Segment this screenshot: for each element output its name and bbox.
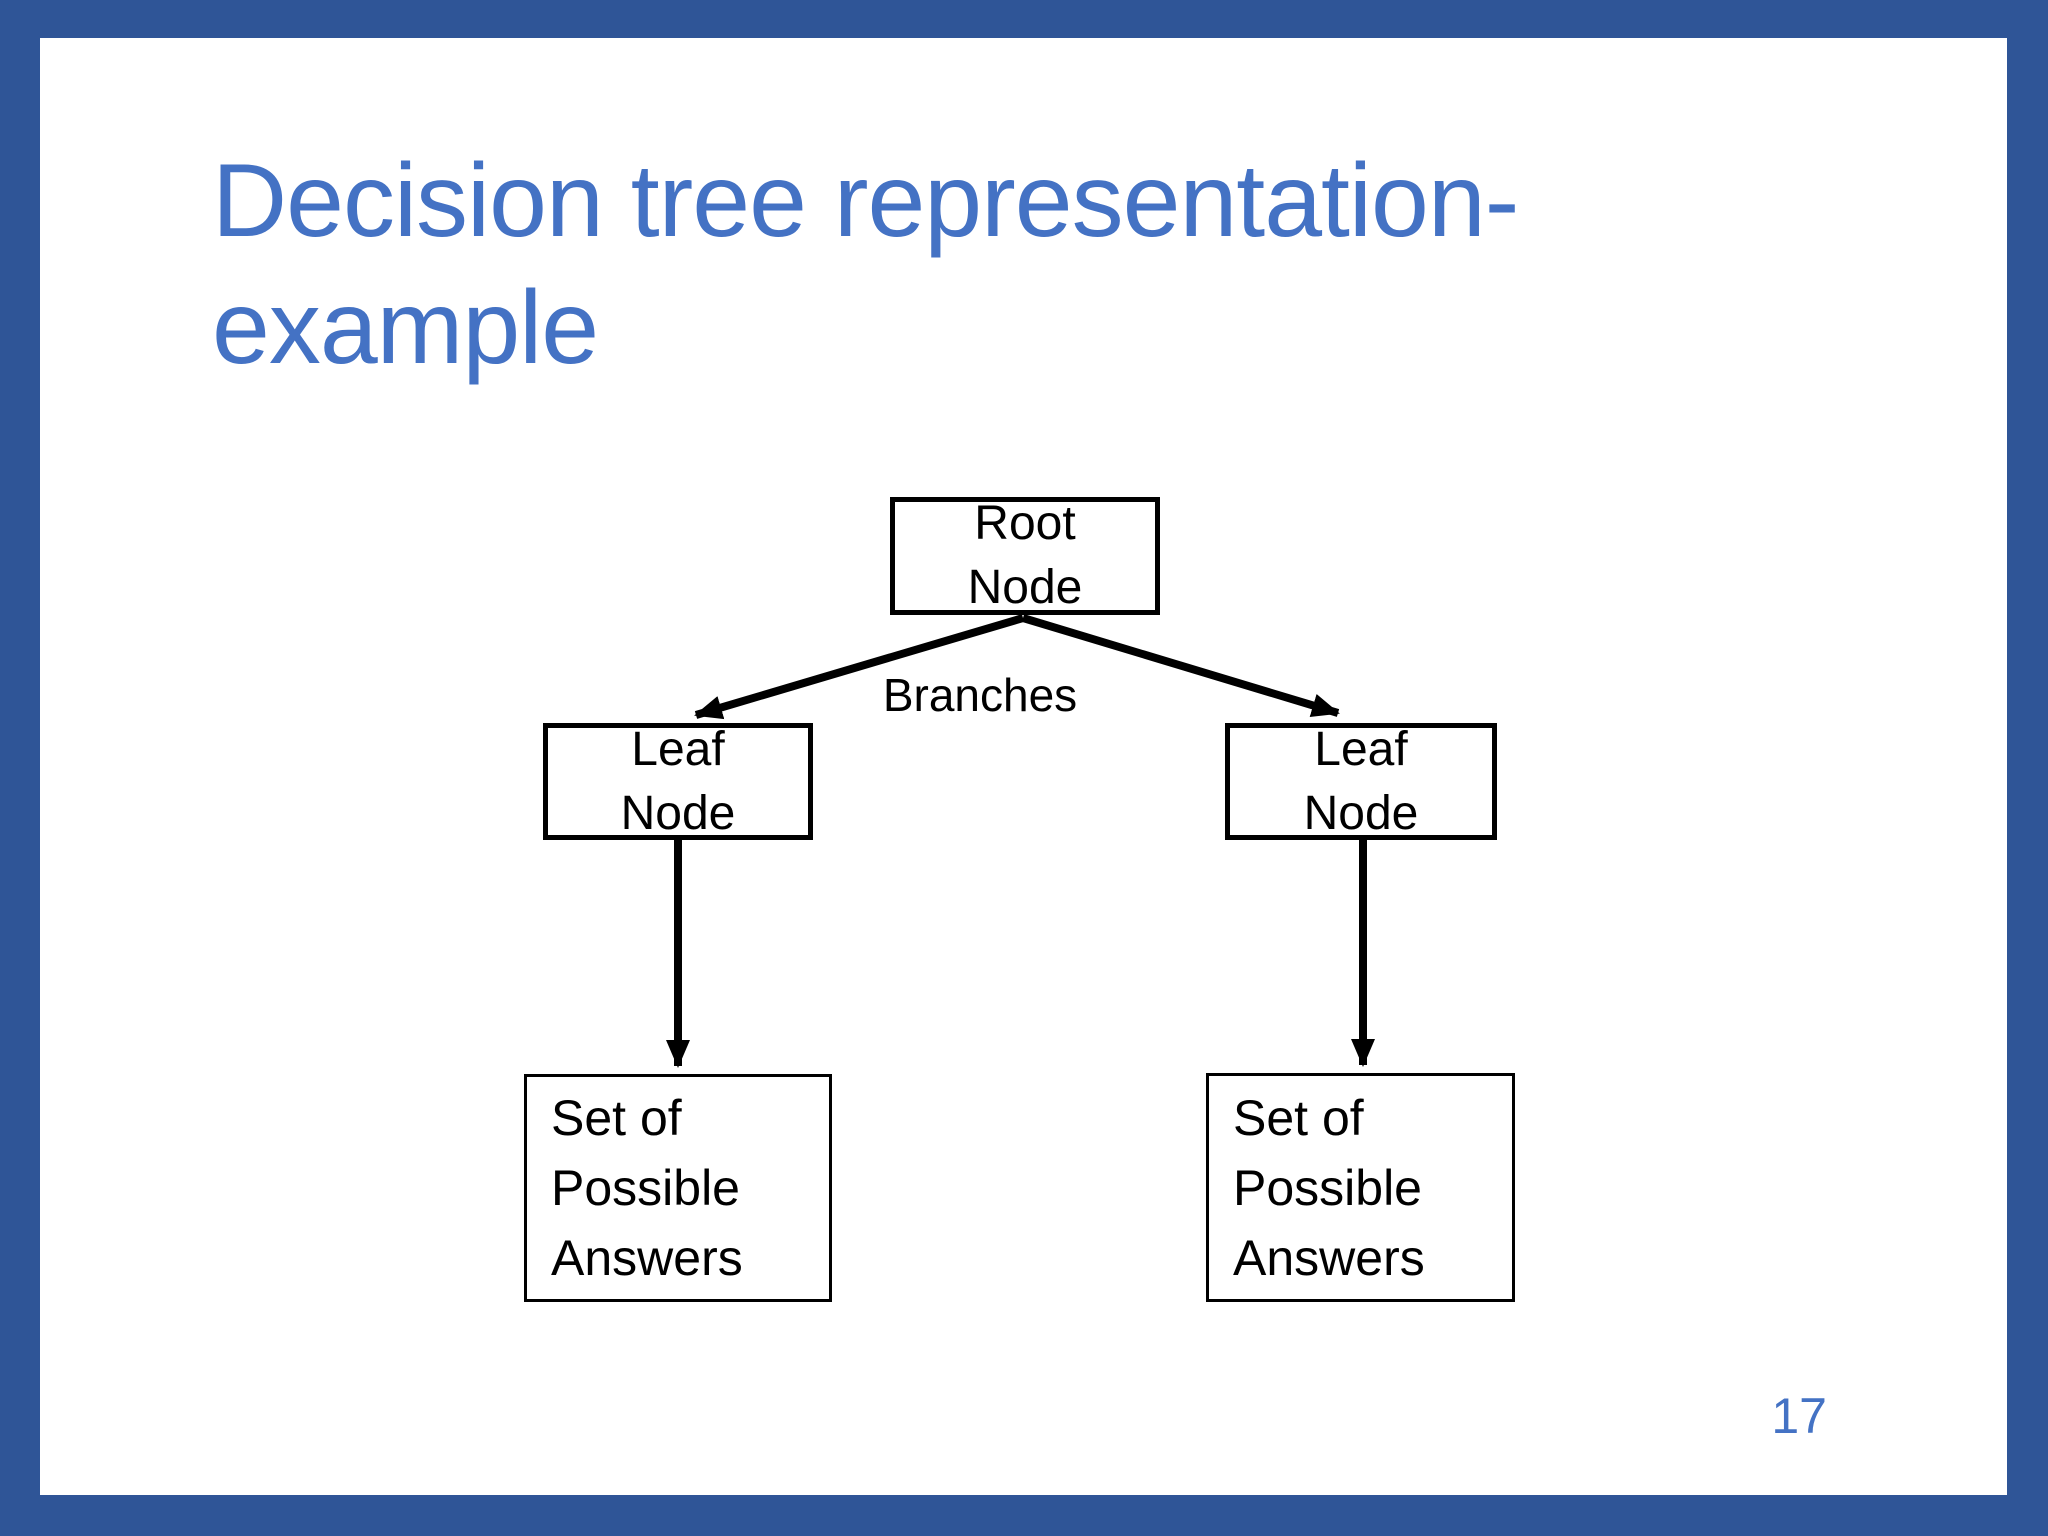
- page-number: 17: [1771, 1388, 1827, 1444]
- slide-title: Decision tree representation- example: [212, 143, 1519, 386]
- root-node-box: Root Node: [890, 497, 1160, 615]
- leaf-node-box-left: Leaf Node: [543, 723, 813, 840]
- branches-label: Branches: [882, 669, 1078, 721]
- answers-box-left: Set of Possible Answers: [524, 1074, 832, 1302]
- slide-content-area: Decision tree representation- example Ro…: [40, 38, 2007, 1495]
- leaf-node-box-right: Leaf Node: [1225, 723, 1497, 840]
- answers-box-right: Set of Possible Answers: [1206, 1073, 1515, 1302]
